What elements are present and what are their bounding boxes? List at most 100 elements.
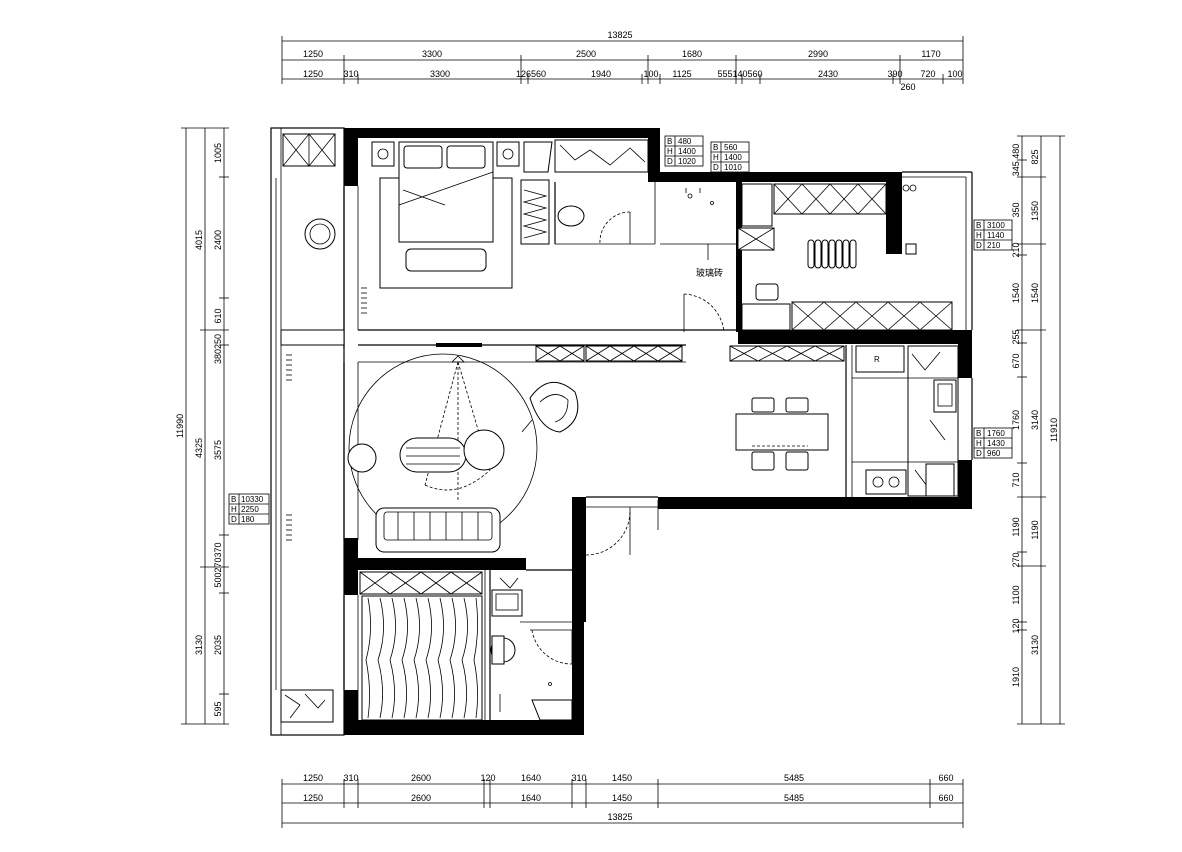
lounge-chair (521, 382, 579, 433)
kitchen: R (845, 345, 959, 497)
svg-text:B: B (667, 137, 672, 146)
svg-text:10330: 10330 (241, 495, 264, 504)
dim-left-in-4: 380250 (213, 334, 223, 364)
pillow-left (403, 145, 443, 169)
dim-top-3: 2500 (576, 49, 596, 59)
dim-top2-8: 555140560 (717, 69, 762, 79)
coffee-table (399, 437, 467, 473)
corridor-cabinets (436, 343, 845, 362)
dim-right-in-9: 1190 (1011, 517, 1021, 536)
dim-bot-8: 5485 (784, 773, 804, 783)
dim-right-in-7: 1760 (1011, 410, 1021, 430)
dim-left-in-5: 3575 (213, 440, 223, 460)
svg-text:1400: 1400 (678, 147, 696, 156)
dim-right-in-3: 210 (1011, 242, 1021, 257)
dim-top2-1: 1250 (303, 69, 323, 79)
svg-text:H: H (231, 505, 237, 514)
dim-bot-6: 310 (571, 773, 586, 783)
top-dimensions: 13825 1250 3300 2500 1680 2990 1170 1250… (281, 30, 964, 92)
dim-bot2-4: 1450 (612, 793, 632, 803)
chair-study (755, 283, 779, 301)
balcony-chair (304, 218, 336, 250)
left-dimensions: 11990 4015 4325 3130 1005 2400 610 38025… (175, 127, 229, 725)
side-table-right (463, 429, 505, 471)
svg-text:D: D (231, 515, 237, 524)
dim-bot-4: 120 (480, 773, 495, 783)
svg-text:B: B (713, 143, 718, 152)
master-bedroom (371, 141, 550, 289)
svg-text:480: 480 (678, 137, 692, 146)
svg-text:1020: 1020 (678, 157, 696, 166)
dim-left-mid-1: 4015 (194, 230, 204, 250)
dim-bot2-3: 1640 (521, 793, 541, 803)
stove (865, 469, 907, 495)
study-room (683, 183, 953, 333)
dim-right-in-12: 120 (1011, 618, 1021, 633)
dim-right-in-2: 350 (1011, 202, 1021, 217)
dim-right-mid-1: 825 (1030, 149, 1040, 164)
pillow-right (446, 145, 486, 169)
dim-right-in-10: 270 (1011, 552, 1021, 567)
svg-text:H: H (976, 231, 982, 240)
dim-right-mid-6: 3130 (1030, 635, 1040, 655)
dim-bot2-6: 660 (938, 793, 953, 803)
master-bath: 玻璃砖 (523, 139, 738, 278)
dim-top-total: 13825 (607, 30, 632, 40)
dim-left-outer: 11990 (175, 414, 185, 438)
dim-top2-10: 390 (887, 69, 902, 79)
svg-text:1760: 1760 (987, 429, 1005, 438)
dim-bot-total: 13825 (607, 812, 632, 822)
dining-table (735, 413, 829, 451)
dim-bot-5: 1640 (521, 773, 541, 783)
svg-text:D: D (976, 449, 982, 458)
dim-bot-1: 1250 (303, 773, 323, 783)
dim-left-in-2: 2400 (213, 230, 223, 250)
dim-top-4: 1680 (682, 49, 702, 59)
dim-bot2-5: 5485 (784, 793, 804, 803)
rail-hatch (286, 287, 367, 541)
second-bath (490, 577, 573, 721)
sink (933, 379, 957, 413)
dim-top2-5: 1940 (591, 69, 611, 79)
dim-bot-2: 310 (343, 773, 358, 783)
svg-text:560: 560 (724, 143, 738, 152)
dim-right-in-5: 255 (1011, 329, 1021, 344)
dim-top-6: 1170 (921, 49, 940, 59)
dim-right-in-1: 345 480 (1011, 144, 1021, 177)
top-cabinet (773, 183, 887, 215)
kids-bedroom (359, 571, 483, 721)
dim-left-in-7: 2035 (213, 635, 223, 655)
dim-top2-4: 126560 (516, 69, 546, 79)
dim-left-in-1: 1005 (213, 143, 223, 163)
dim-bot-9: 660 (938, 773, 953, 783)
dim-right-mid-2: 1350 (1030, 201, 1040, 221)
svg-text:210: 210 (987, 241, 1001, 250)
dim-right-in-4: 1540 (1011, 283, 1021, 303)
toilet (557, 205, 585, 227)
dim-top2-6: 100 (643, 69, 658, 79)
entrance (585, 500, 659, 556)
sofa (375, 507, 501, 553)
dim-top-2: 3300 (422, 49, 442, 59)
svg-text:B: B (976, 221, 981, 230)
dim-top2-9: 2430 (818, 69, 838, 79)
svg-text:1140: 1140 (987, 231, 1005, 240)
dim-top2-11: 720 (920, 69, 935, 79)
dim-bot2-1: 1250 (303, 793, 323, 803)
svg-text:1400: 1400 (724, 153, 742, 162)
dim-top2-12: 100 (947, 69, 962, 79)
svg-text:D: D (976, 241, 982, 250)
nightstand-left (371, 141, 395, 167)
dim-bot2-2: 2600 (411, 793, 431, 803)
dim-right-in-11: 1100 (1011, 585, 1021, 604)
dim-left-in-8: 595 (213, 701, 223, 716)
living-room (347, 353, 579, 553)
svg-text:H: H (713, 153, 719, 162)
dim-top2-3: 3300 (430, 69, 450, 79)
dim-top2-2: 310 (343, 69, 358, 79)
glass-brick-label: 玻璃砖 (696, 267, 723, 278)
